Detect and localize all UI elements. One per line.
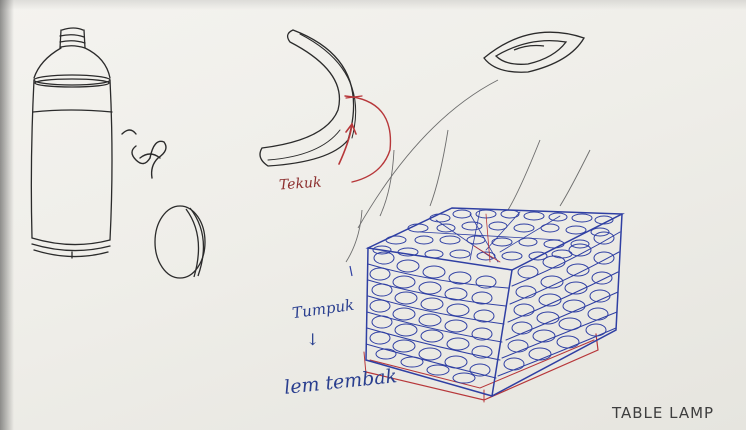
bent-crescent-sketch [260, 30, 390, 182]
bottle-sketch [31, 28, 112, 258]
bend-label: Tekuk [278, 175, 322, 194]
lamp-stack-sketch [364, 208, 622, 402]
bottle-lid-sketch [155, 206, 205, 278]
stack-down-arrow: ↓ [306, 330, 319, 349]
eye-piece-sketch [484, 32, 584, 72]
lamp-title: TABLE LAMP [612, 404, 714, 422]
cut-mark-icon [122, 130, 166, 178]
stack-pointer-mark [350, 266, 352, 276]
